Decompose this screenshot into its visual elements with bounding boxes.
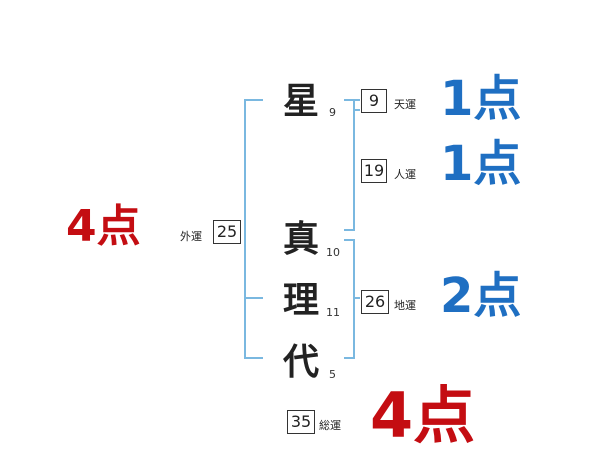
chi-value-box: 26 xyxy=(361,290,389,314)
stroke-count-4: 5 xyxy=(329,368,336,381)
jin-score: 1点 xyxy=(440,136,522,192)
ten-score: 1点 xyxy=(440,71,522,127)
so-value-box: 35 xyxy=(287,410,315,434)
so-label: 総運 xyxy=(319,419,341,432)
stroke-count-2: 10 xyxy=(326,246,340,259)
gai-value-box: 25 xyxy=(213,220,241,244)
chi-score: 2点 xyxy=(440,268,522,324)
outer-bracket xyxy=(244,99,263,359)
name-char-3: 理 xyxy=(283,280,320,321)
name-char-2: 真 xyxy=(283,219,320,260)
ten-label: 天運 xyxy=(394,98,416,111)
so-score: 4点 xyxy=(370,379,476,452)
upper-right-bracket xyxy=(344,99,355,231)
jin-value-box: 19 xyxy=(361,159,387,183)
name-char-1: 星 xyxy=(283,81,320,122)
chi-label: 地運 xyxy=(394,299,416,312)
jin-label: 人運 xyxy=(394,168,416,181)
ten-value-box: 9 xyxy=(361,89,387,113)
stroke-count-3: 11 xyxy=(326,306,340,319)
gai-label: 外運 xyxy=(180,230,202,243)
name-char-4: 代 xyxy=(283,342,320,383)
gai-score: 4点 xyxy=(66,201,141,252)
stroke-count-1: 9 xyxy=(329,106,336,119)
lower-right-bracket xyxy=(344,239,355,359)
